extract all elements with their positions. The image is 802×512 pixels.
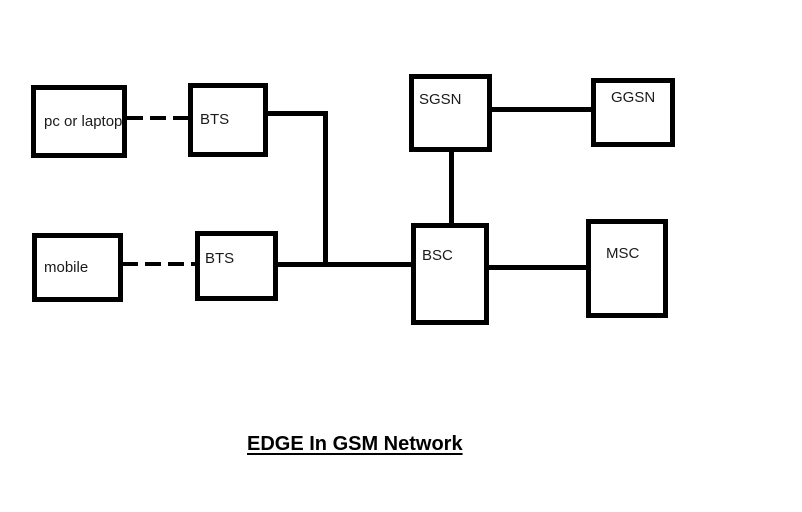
node-msc: MSC [586, 219, 668, 318]
node-mobile: mobile [32, 233, 123, 302]
connector-bts-bottom-to-bsc [278, 262, 419, 267]
connector-bts-top-vertical [323, 111, 328, 267]
node-bsc-label: BSC [422, 247, 453, 264]
node-sgsn-label: SGSN [419, 91, 462, 108]
node-mobile-label: mobile [44, 258, 89, 276]
diagram-title: EDGE In GSM Network [247, 433, 463, 455]
node-bts-top-label: BTS [200, 111, 230, 128]
connector-bts-top-horizontal [268, 111, 328, 116]
connector-sgsn-to-ggsn [492, 107, 591, 112]
node-bsc: BSC [411, 223, 489, 325]
node-sgsn: SGSN [409, 74, 492, 152]
node-pc-or-laptop-label: pc or laptop [44, 112, 123, 130]
node-pc-or-laptop: pc or laptop [31, 85, 127, 158]
node-bts-top: BTS [188, 83, 268, 157]
node-bts-bottom: BTS [195, 231, 278, 301]
node-ggsn-label: GGSN [611, 89, 656, 106]
connector-bsc-to-msc [489, 265, 588, 270]
connector-sgsn-to-bsc [449, 150, 454, 225]
connector-pc-to-bts-dashed [127, 116, 189, 120]
node-bts-bottom-label: BTS [205, 250, 235, 267]
node-ggsn: GGSN [591, 78, 675, 147]
connector-mobile-to-bts-dashed [122, 262, 196, 266]
node-msc-label: MSC [606, 245, 640, 262]
